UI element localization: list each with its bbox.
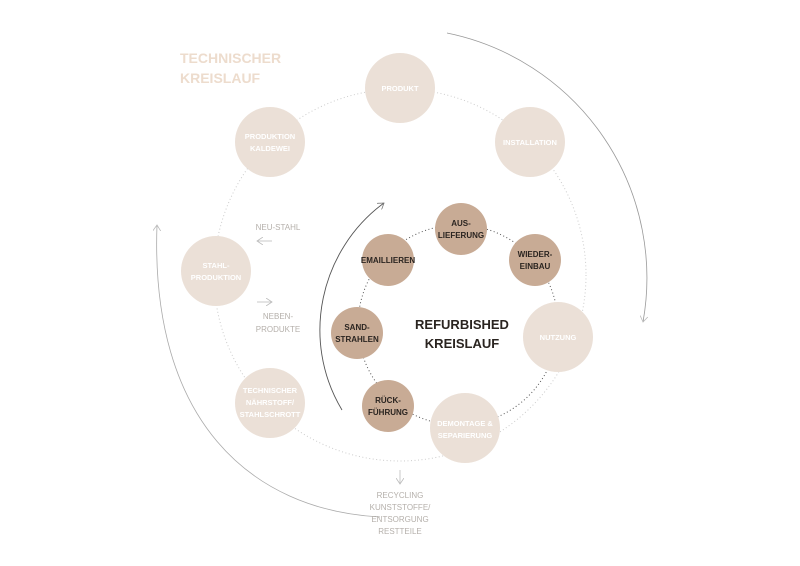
nebenprodukte-label-1: NEBEN- bbox=[263, 312, 294, 321]
outer-node-installation: INSTALLATION bbox=[495, 107, 565, 177]
node-label: TECHNISCHER bbox=[243, 386, 298, 395]
center-title-line1: REFURBISHED bbox=[415, 317, 509, 332]
node-label: NÄHRSTOFF/ bbox=[246, 398, 295, 407]
center-title-line2: KREISLAUF bbox=[425, 336, 499, 351]
recycling-label-2: KUNSTSTOFFE/ bbox=[370, 503, 432, 512]
node-label: PRODUKTION bbox=[245, 132, 295, 141]
node-label: STRAHLEN bbox=[335, 335, 379, 344]
title-line2: KREISLAUF bbox=[180, 70, 261, 86]
outer-left-arrow bbox=[157, 225, 381, 518]
neu-stahl-label: NEU-STAHL bbox=[256, 223, 301, 232]
node-label: SAND- bbox=[344, 323, 370, 332]
inner-node-sandstrahlen: SAND- STRAHLEN bbox=[331, 307, 383, 359]
outer-node-technischer-naehrstoff: TECHNISCHER NÄHRSTOFF/ STAHLSCHROTT bbox=[235, 368, 305, 438]
node-label: FÜHRUNG bbox=[368, 408, 408, 417]
node-label: WIEDER- bbox=[518, 250, 553, 259]
node-label: NUTZUNG bbox=[540, 333, 577, 342]
outer-node-nutzung: NUTZUNG bbox=[523, 302, 593, 372]
nebenprodukte-label-2: PRODUKTE bbox=[256, 325, 300, 334]
node-label: INSTALLATION bbox=[503, 138, 557, 147]
inner-node-auslieferung: AUS- LIEFERUNG bbox=[435, 203, 487, 255]
inner-node-wiedereinbau: WIEDER- EINBAU bbox=[509, 234, 561, 286]
outer-cycle-ring bbox=[213, 88, 587, 462]
outer-right-arrow bbox=[446, 32, 647, 322]
node-label: LIEFERUNG bbox=[438, 231, 484, 240]
node-label: STAHLSCHROTT bbox=[240, 410, 301, 419]
recycling-label-3: ENTSORGUNG bbox=[371, 515, 428, 524]
outer-node-produkt: PRODUKT bbox=[365, 53, 435, 123]
node-label: RÜCK- bbox=[375, 396, 401, 405]
node-label: EMAILLIEREN bbox=[361, 256, 415, 265]
outer-node-demontage: DEMONTAGE & SEPARIERUNG bbox=[430, 393, 500, 463]
inner-node-emaillieren: EMAILLIEREN bbox=[361, 234, 415, 286]
title-line1: TECHNISCHER bbox=[180, 50, 281, 66]
recycling-label-4: RESTTEILE bbox=[378, 527, 422, 536]
node-label: DEMONTAGE & bbox=[437, 419, 493, 428]
node-label: PRODUKT bbox=[381, 84, 419, 93]
outer-node-stahlproduktion: STAHL- PRODUKTION bbox=[181, 236, 251, 306]
node-label: SEPARIERUNG bbox=[438, 431, 493, 440]
node-label: STAHL- bbox=[203, 261, 230, 270]
recycling-label-1: RECYCLING bbox=[377, 491, 424, 500]
inner-node-rueckfuehrung: RÜCK- FÜHRUNG bbox=[362, 380, 414, 432]
node-label: AUS- bbox=[451, 219, 471, 228]
node-label: PRODUKTION bbox=[191, 273, 241, 282]
outer-node-produktion-kaldewei: PRODUKTION KALDEWEI bbox=[235, 107, 305, 177]
node-label: EINBAU bbox=[520, 262, 551, 271]
node-label: KALDEWEI bbox=[250, 144, 290, 153]
inner-arc-arrow bbox=[319, 203, 384, 411]
